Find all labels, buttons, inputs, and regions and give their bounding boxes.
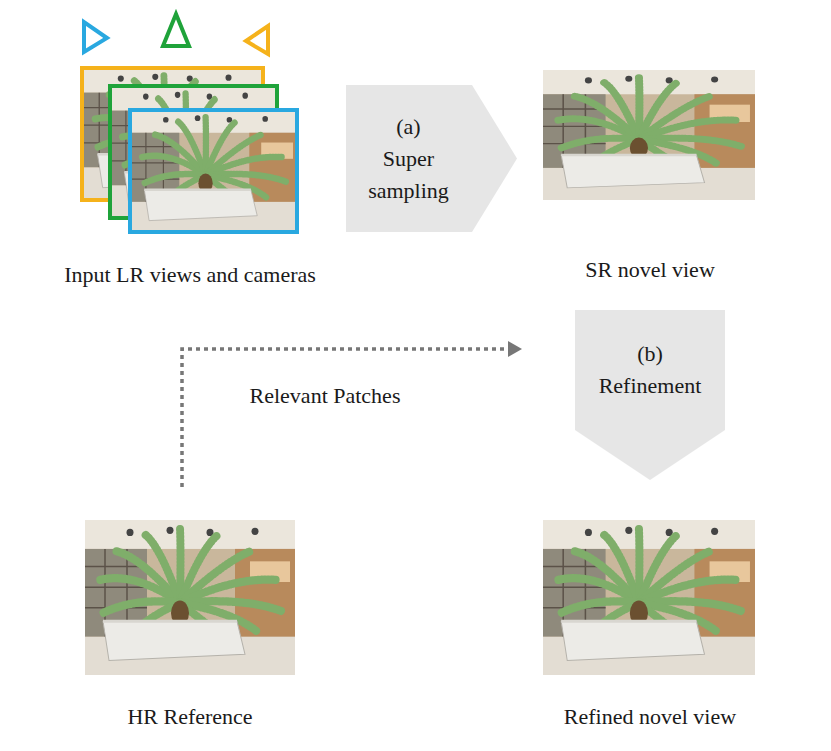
arrow-fill xyxy=(346,85,517,232)
dotted-connector xyxy=(182,341,522,487)
image-caption-node: SR novel view xyxy=(530,60,770,285)
sr-image xyxy=(543,70,755,200)
arrowhead xyxy=(508,341,522,357)
step-label: (b) Refinement xyxy=(585,338,715,402)
connector-line xyxy=(182,349,508,487)
arrow-fill xyxy=(575,310,725,480)
image-caption: SR novel view xyxy=(585,256,715,283)
process-arrow: (b) Refinement xyxy=(575,310,725,480)
edge-label: Relevant Patches xyxy=(247,382,404,409)
camera-icon xyxy=(246,26,268,54)
image-caption-node: Refined novel view xyxy=(530,510,770,732)
view-frame xyxy=(130,110,297,232)
image-caption-node: HR Reference xyxy=(60,487,320,732)
camera-icon xyxy=(84,22,107,52)
image-caption: Input LR views and cameras xyxy=(64,261,316,288)
image-caption: HR Reference xyxy=(127,703,252,730)
camera-icon xyxy=(163,14,189,46)
refined-image xyxy=(543,520,755,675)
step-label: (a) Super sampling xyxy=(354,111,464,207)
image-caption: Refined novel view xyxy=(564,703,736,730)
hr-image xyxy=(85,520,295,675)
process-arrow: (a) Super sampling xyxy=(346,85,517,232)
image-caption-node: Input LR views and cameras xyxy=(50,5,330,290)
